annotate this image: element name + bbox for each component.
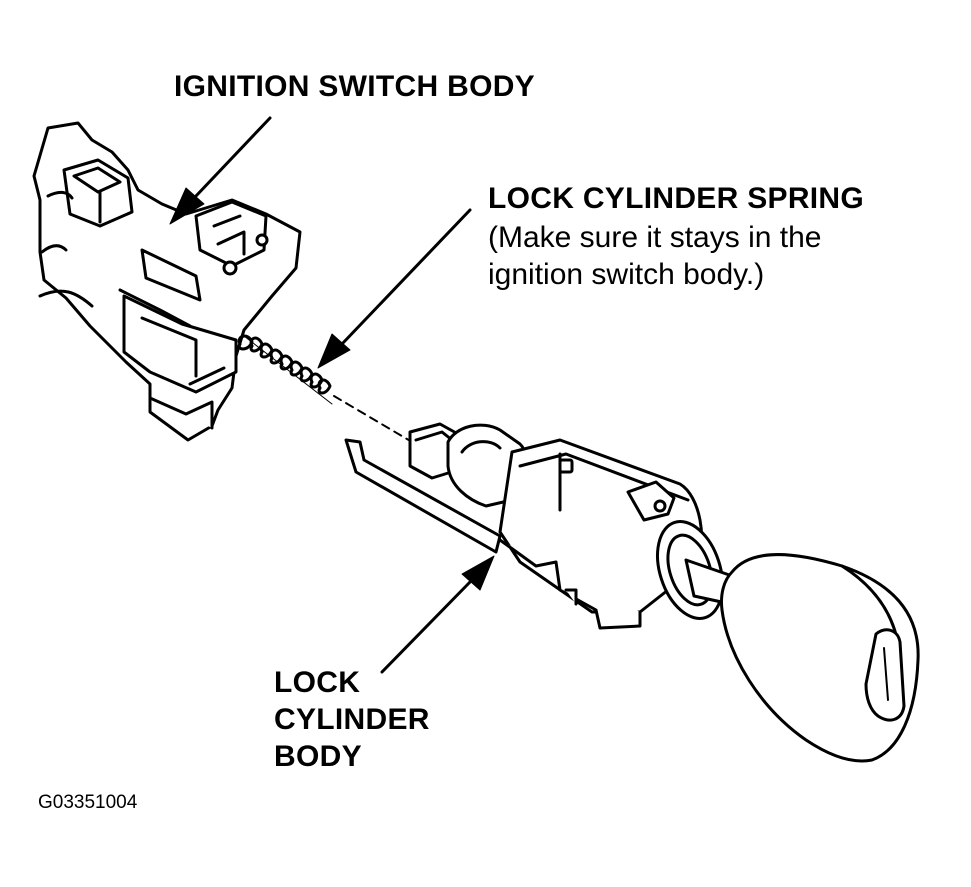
lock-cylinder-body-label-line2: CYLINDER — [274, 703, 430, 736]
lock-cylinder-body-label-line3: BODY — [274, 740, 362, 773]
lock-cylinder-body-drawing — [344, 422, 724, 630]
figure-code: G03351004 — [38, 792, 138, 813]
alignment-dashed-line — [333, 395, 413, 443]
ignition-switch-body-drawing — [32, 121, 302, 442]
lock-cylinder-spring-drawing — [237, 334, 333, 405]
ignition-switch-body-label: IGNITION SWITCH BODY — [174, 70, 535, 103]
lock-cylinder-spring-label: LOCK CYLINDER SPRING — [488, 182, 865, 215]
lock-cylinder-body-label-line1: LOCK — [274, 666, 361, 699]
leader-arrows — [169, 116, 495, 674]
spring-note-line2: ignition switch body.) — [488, 258, 765, 291]
ignition-key-drawing — [684, 553, 920, 763]
spring-note-line1: (Make sure it stays in the — [488, 221, 822, 254]
